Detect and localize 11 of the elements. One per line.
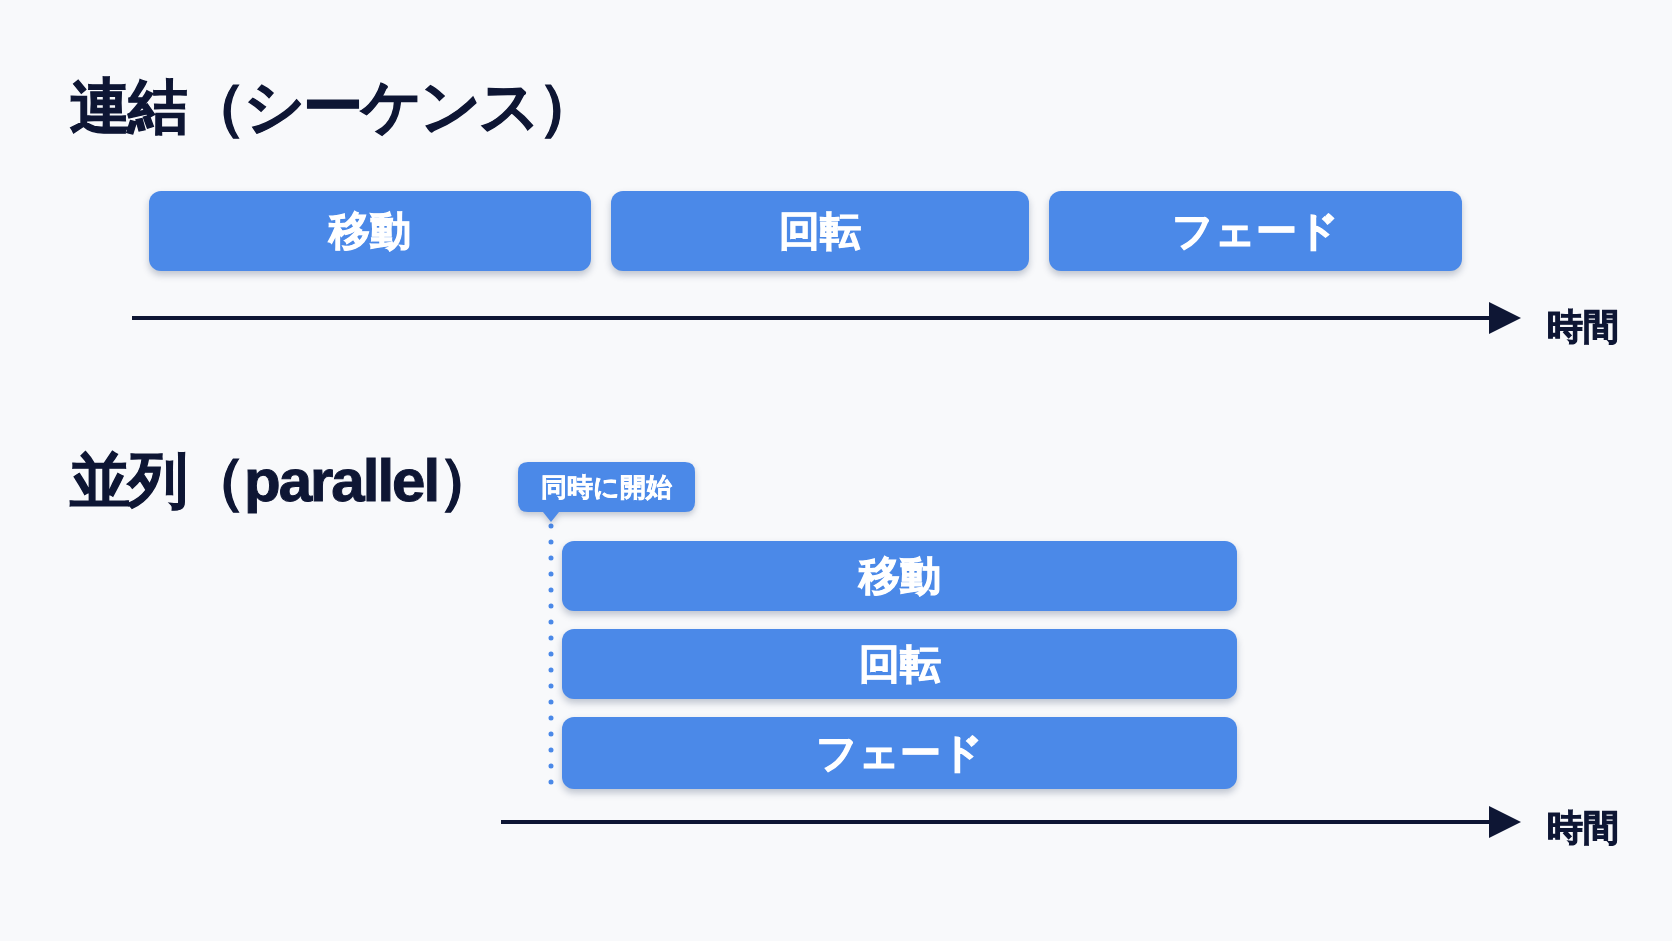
axis-label: 時間 (1547, 808, 1619, 848)
section-heading: 並列（parallel） (70, 448, 497, 514)
animation-bar: 移動 (149, 191, 591, 271)
animation-bar: 回転 (562, 629, 1237, 699)
animation-bar: 回転 (611, 191, 1029, 271)
animation-bar: フェード (1049, 191, 1462, 271)
callout-tag: 同時に開始 (518, 462, 695, 522)
animation-bar: 移動 (562, 541, 1237, 611)
axis-label: 時間 (1547, 307, 1619, 347)
section-heading: 連結（シーケンス） (70, 74, 596, 140)
animation-bar: フェード (562, 717, 1237, 789)
